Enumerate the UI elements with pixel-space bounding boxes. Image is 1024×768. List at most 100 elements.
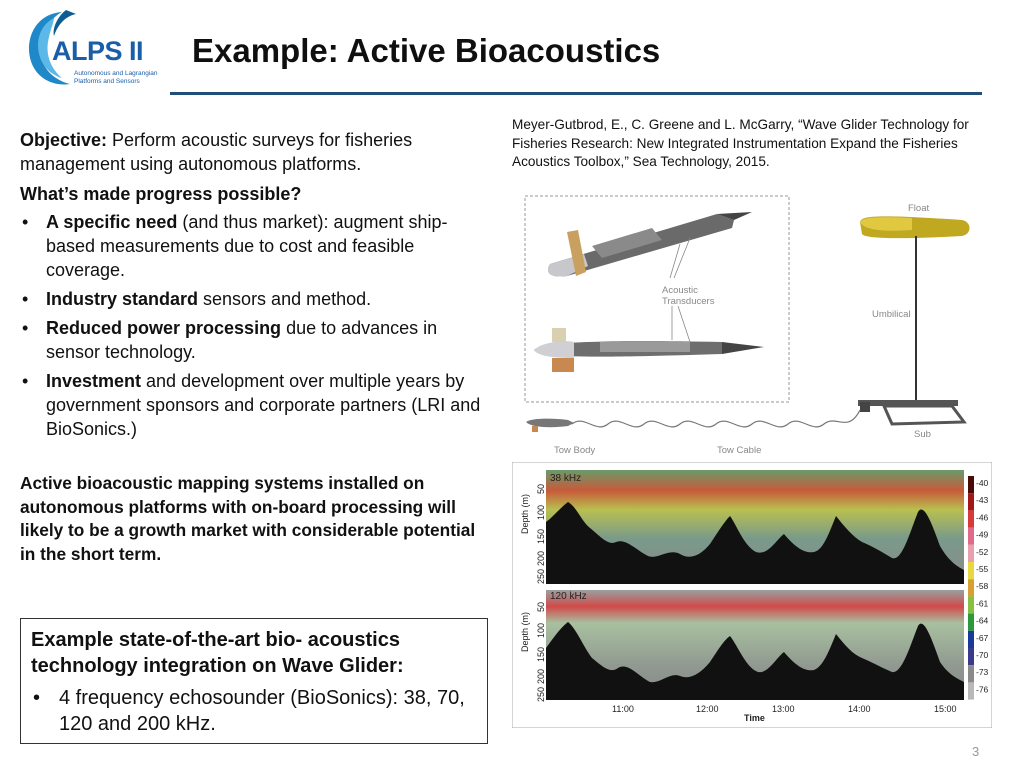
label-sub: Sub [914,429,931,440]
echogram-figure: 38 kHz 50 100 150 200 250 Depth (m) 120 … [511,461,993,729]
wave-glider-figure: Acoustic Transducers Float Umbilical Sub… [512,192,982,460]
depth-tick: 200 [536,669,546,684]
scale-swatch [968,544,974,562]
label-float: Float [908,203,929,214]
bullet-bold: Investment [46,371,142,391]
time-tick: 11:00 [612,704,634,714]
sub-drawing [858,400,967,426]
scale-value: -52 [976,547,989,557]
scale-value: -49 [976,530,989,540]
scale-value: -61 [976,598,989,608]
scale-value: -67 [976,633,989,643]
scale-swatch [968,682,974,700]
example-box-title: Example state-of-the-art bio- acoustics … [31,629,404,677]
bullet-text: and development over multiple years by g… [46,371,481,439]
scale-swatch [968,630,974,648]
depth-ticks-120khz: 50 100 150 200 250 [536,602,546,702]
echogram-panel-120khz: 120 kHz 50 100 150 200 250 Depth (m) [520,590,964,702]
tow-cable-line [571,409,861,428]
list-item: • A specific need (and thus market): augm… [20,210,490,282]
example-box-item-text: 4 frequency echosounder (BioSonics): 38,… [59,687,465,735]
scale-swatch [968,665,974,683]
scale-value: -70 [976,650,989,660]
bullet-dot: • [22,212,29,232]
objective-text: Perform acoustic surveys for fisheries m… [20,130,413,174]
time-tick: 15:00 [934,704,957,714]
scale-swatch [968,613,974,631]
transducer-leader-lines [669,237,691,343]
depth-tick: 50 [536,602,546,612]
scale-swatch [968,596,974,614]
scale-swatch [968,648,974,666]
tow-body-upper-drawing [547,212,752,277]
title-divider [170,92,982,95]
scale-swatch [968,510,974,528]
label-tow-cable: Tow Cable [717,445,761,456]
time-tick: 12:00 [696,704,719,714]
depth-tick: 150 [536,529,546,544]
scale-value: -46 [976,512,989,522]
depth-tick: 200 [536,551,546,566]
objective: Objective: Perform acoustic surveys for … [20,128,490,176]
seafloor-120khz [546,622,964,700]
scale-value: -76 [976,684,989,694]
depth-axis-label-120khz: Depth (m) [520,612,530,652]
summary-statement: Active bioacoustic mapping systems insta… [20,473,476,564]
color-scale: -40 -43 -46 -49 -52 -55 -58 -61 -64 -67 -70 -73 -76 [968,476,989,700]
depth-tick: 150 [536,647,546,662]
scale-value: -43 [976,495,989,505]
time-axis: 11:00 12:00 13:00 14:00 15:00 Time [612,704,957,723]
page-number: 3 [972,744,980,759]
time-tick: 14:00 [848,704,871,714]
logo-tagline-line: Autonomous and Lagrangian [74,70,158,77]
scale-value: -40 [976,478,989,488]
bullet-text: due to advances in sensor technology. [46,318,438,362]
seafloor-38khz [546,502,964,584]
depth-tick: 250 [536,569,546,584]
depth-tick: 50 [536,484,546,494]
list-item: • Investment and development over multipl… [20,369,490,441]
scale-swatch [968,579,974,597]
scale-value: -58 [976,581,989,591]
tow-body-lower-drawing [534,328,764,372]
freq-label-120khz: 120 kHz [550,591,587,602]
progress-question: What’s made progress possible? [20,184,302,204]
page-title: Example: Active Bioacoustics [192,32,661,69]
scale-value: -73 [976,667,989,677]
label-acoustic: Acoustic [662,285,698,296]
bullet-bold: Industry standard [46,289,199,309]
depth-tick: 100 [536,505,546,520]
bullet-dot: • [22,371,29,391]
bullet-bold: A specific need [46,212,178,232]
label-transducers: Transducers [662,296,715,307]
list-item: •Industry standard sensors and method. [20,287,490,311]
alps-logo: ALPS II Autonomous and Lagrangian Platfo… [18,6,158,88]
freq-label-38khz: 38 kHz [550,473,581,484]
scale-swatch [968,562,974,580]
list-item: •Reduced power processing due to advance… [20,316,490,364]
depth-ticks-38khz: 50 100 150 200 250 [536,484,546,584]
logo-name: ALPS II [52,36,144,66]
small-tow-body-drawing [526,418,574,432]
scale-swatch [968,476,974,494]
bullet-dot: • [22,318,29,338]
bullet-text: (and thus market): augment ship-based me… [46,212,448,280]
scale-value: -55 [976,564,989,574]
time-tick: 13:00 [772,704,795,714]
depth-axis-label-38khz: Depth (m) [520,494,530,534]
bullet-dot: • [33,687,41,709]
echogram-panel-38khz: 38 kHz 50 100 150 200 250 Depth (m) [520,470,964,584]
logo-tagline: Autonomous and Lagrangian Platforms and … [74,70,157,85]
citation: Meyer-Gutbrod, E., C. Greene and L. McGa… [512,117,969,169]
label-umbilical: Umbilical [872,309,911,320]
label-tow-body: Tow Body [554,445,595,456]
example-box-item: • 4 frequency echosounder (BioSonics): 38… [31,685,481,737]
example-box: Example state-of-the-art bio- acoustics … [20,618,488,744]
bullet-text: sensors and method. [198,289,372,309]
float-drawing [860,216,970,239]
scale-value: -64 [976,616,989,626]
wave-glider-diagram: Acoustic Transducers Float Umbilical Sub… [524,195,970,456]
depth-tick: 250 [536,687,546,702]
logo-tagline-line: Platforms and Sensors [74,77,140,85]
time-axis-label: Time [744,713,765,723]
